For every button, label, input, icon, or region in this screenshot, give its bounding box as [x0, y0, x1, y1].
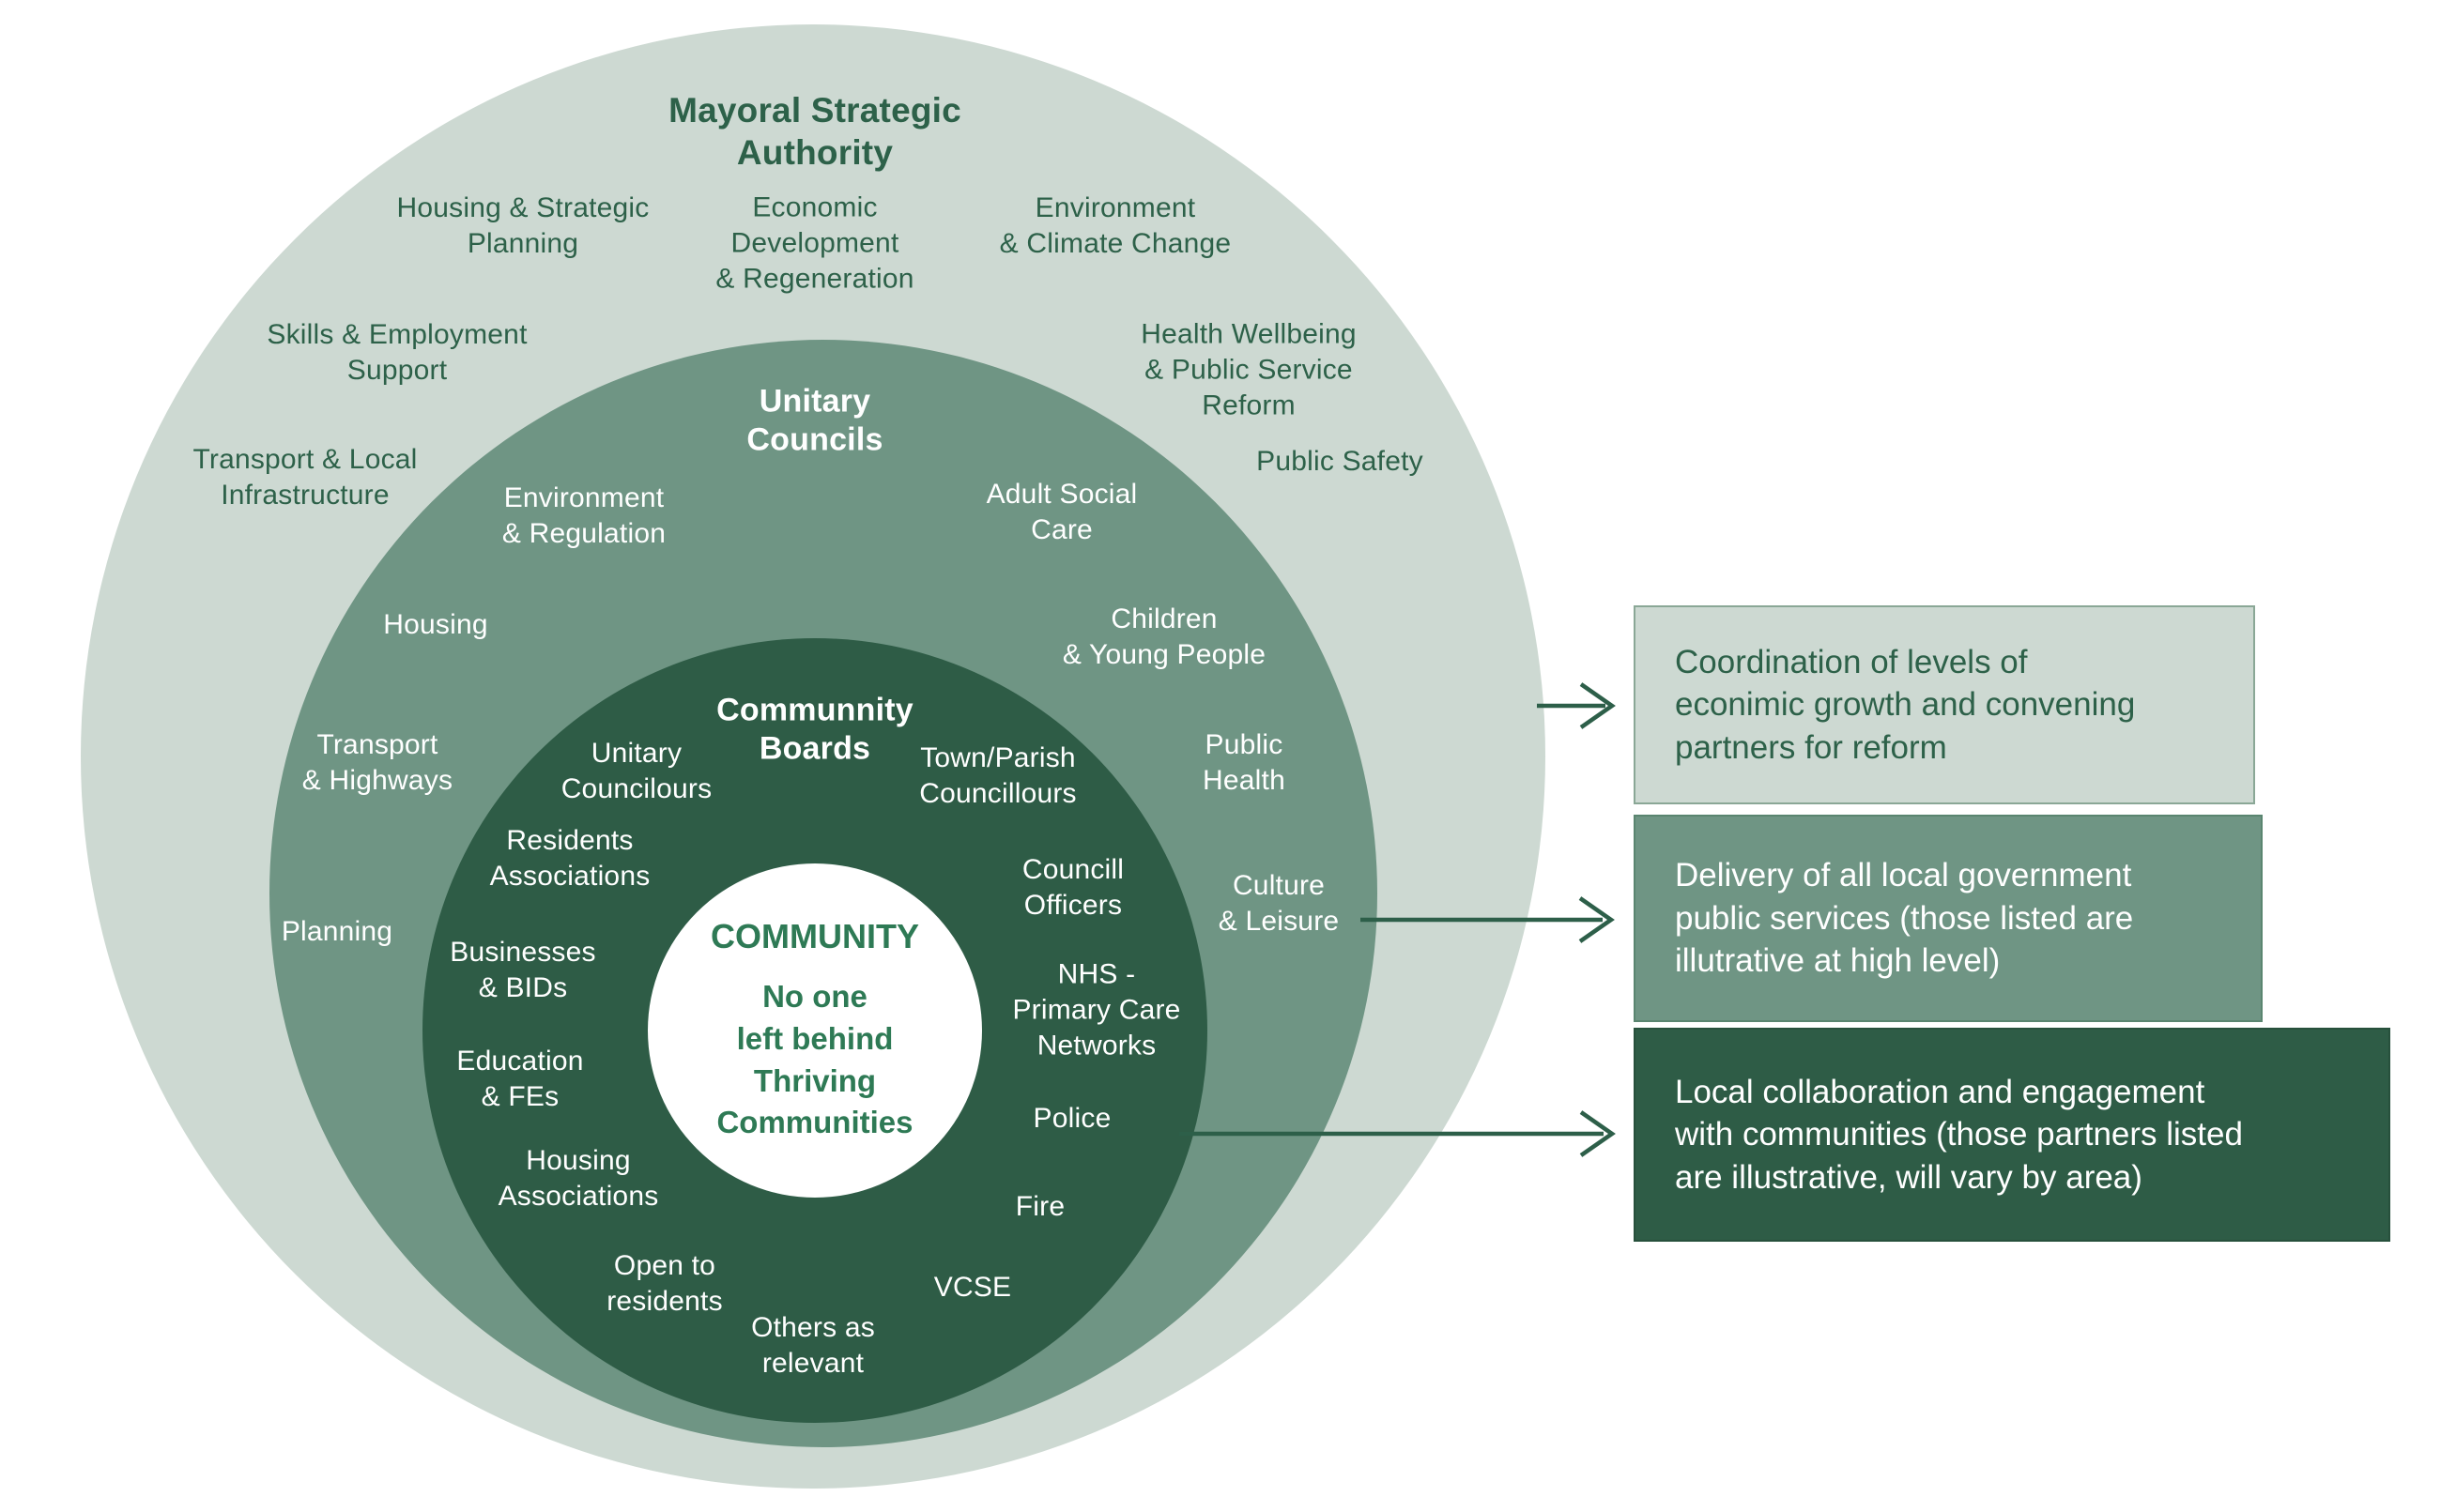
middle-label-planning: Planning — [281, 916, 393, 948]
outer-label-skills-employment-support: Skills & Employment Support — [267, 319, 528, 386]
callout-collaboration: Local collaboration and engagement with … — [1634, 1028, 2390, 1242]
arrow-inner-to-collaboration-callout — [1179, 1110, 1616, 1157]
inner-label-residents-associations: Residents Associations — [489, 825, 651, 892]
inner-label-town-parish-councillours: Town/Parish Councillours — [919, 742, 1077, 809]
community-core-text: COMMUNITY No one left behind Thriving Co… — [711, 898, 919, 1161]
inner-ring-title: Communnity Boards — [716, 692, 913, 767]
inner-label-education-fes: Education & FEs — [456, 1046, 584, 1112]
outer-label-environment-climate-change: Environment & Climate Change — [999, 192, 1232, 259]
middle-label-transport-highways: Transport & Highways — [301, 729, 453, 796]
core-circle-community — [648, 863, 982, 1198]
outer-label-economic-development-regeneration: Economic Development & Regeneration — [715, 191, 914, 294]
outer-ring-title: Mayoral Strategic Authority — [668, 90, 961, 172]
middle-label-culture-leisure: Culture & Leisure — [1218, 870, 1340, 937]
outer-label-health-wellbeing-public-service-reform: Health Wellbeing & Public Service Reform — [1141, 318, 1357, 420]
middle-label-environment-regulation: Environment & Regulation — [501, 482, 667, 549]
inner-label-housing-associations: Housing Associations — [498, 1145, 659, 1212]
outer-label-public-safety: Public Safety — [1256, 446, 1423, 478]
inner-label-police: Police — [1033, 1103, 1112, 1135]
outer-label-housing-strategic-planning: Housing & Strategic Planning — [396, 192, 650, 259]
middle-label-adult-social-care: Adult Social Care — [986, 479, 1138, 545]
inner-label-councill-officers: Councill Officers — [1021, 854, 1125, 921]
callout-coordination: Coordination of levels of econimic growt… — [1634, 605, 2255, 804]
callout-delivery: Delivery of all local government public … — [1634, 815, 2263, 1022]
callout-coordination-text: Coordination of levels of econimic growt… — [1675, 643, 2136, 766]
arrow-outer-to-coordination-callout — [1537, 682, 1616, 729]
middle-label-children-young-people: Children & Young People — [1062, 603, 1267, 670]
callout-collaboration-text: Local collaboration and engagement with … — [1675, 1073, 2243, 1196]
middle-ring-title: Unitary Councils — [746, 383, 883, 458]
middle-label-housing: Housing — [383, 609, 488, 641]
inner-label-businesses-bids: Businesses & BIDs — [450, 937, 596, 1003]
community-core-heading: COMMUNITY — [711, 916, 919, 955]
community-core-lines: No one left behind Thriving Communities — [716, 978, 913, 1140]
inner-label-nhs-primary-care-networks: NHS - Primary Care Networks — [1012, 958, 1181, 1061]
arrow-middle-to-delivery-callout — [1360, 896, 1615, 943]
inner-label-unitary-councilours: Unitary Councilours — [560, 738, 713, 804]
inner-label-others-as-relevant: Others as relevant — [751, 1312, 875, 1379]
inner-label-fire: Fire — [1015, 1191, 1066, 1223]
inner-label-open-to-residents: Open to residents — [606, 1250, 723, 1317]
middle-label-public-health: Public Health — [1203, 729, 1285, 796]
outer-label-transport-local-infrastructure: Transport & Local Infrastructure — [192, 444, 418, 511]
inner-label-vcse: VCSE — [933, 1272, 1012, 1304]
callout-delivery-text: Delivery of all local government public … — [1675, 857, 2134, 980]
